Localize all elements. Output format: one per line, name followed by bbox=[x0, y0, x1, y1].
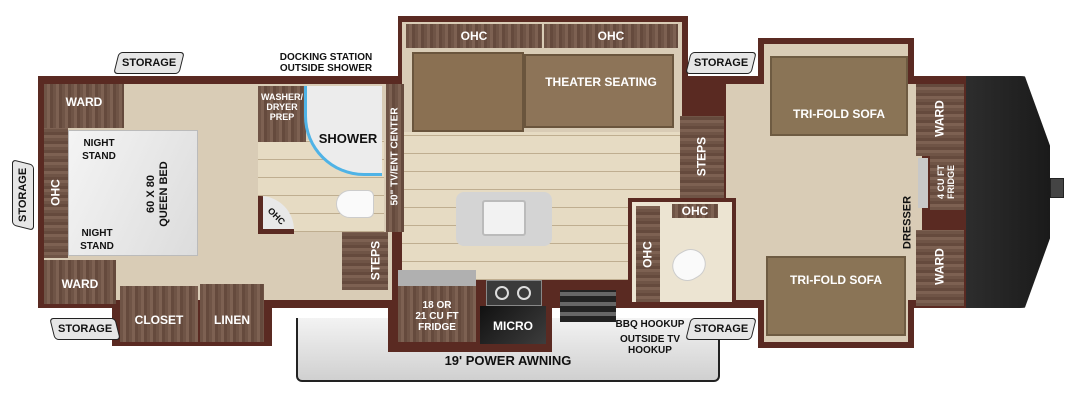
bedroom-ohc: OHC bbox=[44, 128, 68, 258]
cooktop bbox=[486, 280, 542, 306]
microwave: MICRO bbox=[480, 306, 546, 344]
front-ward-bottom-label: WARD bbox=[932, 248, 947, 285]
fridge-label: 18 OR 21 CU FT FRIDGE bbox=[415, 300, 459, 333]
storage-top-right-label: STORAGE bbox=[693, 57, 749, 69]
outside-tv-note: OUTSIDE TV HOOKUP bbox=[619, 334, 680, 356]
closet: CLOSET bbox=[120, 286, 198, 342]
rear-steps: STEPS bbox=[342, 232, 388, 290]
fridge-door bbox=[918, 158, 928, 208]
linen: LINEN bbox=[200, 284, 264, 342]
storage-bottom-left: STORAGE bbox=[49, 318, 121, 340]
queen-bed: NIGHT STAND NIGHT STAND 60 X 80 QUEEN BE… bbox=[68, 130, 198, 256]
front-ward-bottom: WARD bbox=[916, 230, 964, 306]
ohc-right: OHC bbox=[544, 24, 678, 48]
bbq-hookup-note: BBQ HOOKUP bbox=[615, 319, 685, 330]
storage-left: STORAGE bbox=[12, 159, 34, 231]
storage-bottom-right-label: STORAGE bbox=[693, 323, 749, 335]
storage-bottom-right: STORAGE bbox=[685, 318, 757, 340]
sofa-bottom-label: TRI-FOLD SOFA bbox=[790, 273, 882, 287]
front-fridge-label: 4 CU FT FRIDGE bbox=[936, 165, 956, 200]
half-bath-ohc-top-label: OHC bbox=[681, 204, 709, 218]
kitchen-island-sink bbox=[456, 192, 552, 246]
ward-top-label: WARD bbox=[65, 95, 103, 109]
ohc-right-label: OHC bbox=[597, 29, 625, 43]
shower-label: SHOWER bbox=[318, 131, 378, 146]
washer-dryer-prep: WASHER/ DRYER PREP bbox=[258, 86, 306, 142]
front-ward-top-label: WARD bbox=[932, 100, 947, 137]
storage-left-label: STORAGE bbox=[17, 167, 29, 223]
half-bath-ohc-top: OHC bbox=[672, 204, 718, 218]
residential-fridge: 18 OR 21 CU FT FRIDGE bbox=[398, 270, 476, 342]
tri-fold-sofa-bottom: TRI-FOLD SOFA bbox=[766, 256, 906, 336]
half-bath-ohc-side-label: OHC bbox=[640, 241, 655, 268]
storage-bottom-left-label: STORAGE bbox=[57, 323, 113, 335]
ohc-left-label: OHC bbox=[460, 29, 488, 43]
storage-top-left: STORAGE bbox=[113, 52, 185, 74]
storage-top-left-label: STORAGE bbox=[121, 57, 177, 69]
theater-seating: THEATER SEATING bbox=[524, 54, 674, 128]
closet-label: CLOSET bbox=[134, 313, 184, 327]
ward-top: WARD bbox=[44, 84, 124, 128]
awning-label: 19' POWER AWNING bbox=[444, 353, 572, 368]
sink-basin bbox=[482, 200, 526, 236]
front-ward-top: WARD bbox=[916, 84, 964, 156]
front-cap bbox=[966, 76, 1050, 308]
micro-label: MICRO bbox=[493, 319, 533, 333]
burner-left bbox=[495, 286, 509, 300]
half-bath-ohc-side: OHC bbox=[636, 206, 660, 302]
tv-ent-center: 50" TV/ENT CENTER bbox=[386, 84, 404, 232]
washer-dryer-label: WASHER/ DRYER PREP bbox=[260, 92, 303, 122]
ward-bottom-label: WARD bbox=[61, 277, 99, 291]
fridge-top bbox=[398, 270, 476, 286]
half-bath-steps: STEPS bbox=[680, 116, 724, 198]
front-fridge: 4 CU FT FRIDGE bbox=[918, 156, 964, 210]
rear-steps-label: STEPS bbox=[368, 240, 383, 281]
linen-label: LINEN bbox=[214, 313, 250, 327]
half-bath-steps-label: STEPS bbox=[694, 136, 709, 177]
bed-label: 60 X 80 QUEEN BED bbox=[145, 161, 170, 227]
bedroom-ohc-label: OHC bbox=[48, 179, 63, 206]
pin-box bbox=[1050, 178, 1064, 198]
tri-fold-sofa-top: TRI-FOLD SOFA bbox=[770, 56, 908, 136]
toilet-rear bbox=[336, 190, 374, 218]
entry-steps bbox=[560, 290, 616, 322]
burner-right bbox=[517, 286, 531, 300]
recliner bbox=[412, 52, 524, 132]
theater-seating-label: THEATER SEATING bbox=[545, 75, 657, 89]
docking-station-note: DOCKING STATION OUTSIDE SHOWER bbox=[279, 52, 373, 74]
tv-center-label: 50" TV/ENT CENTER bbox=[389, 107, 401, 206]
night-stand-bottom-label: NIGHT STAND bbox=[80, 228, 114, 252]
ward-bottom: WARD bbox=[44, 260, 116, 304]
ohc-left: OHC bbox=[406, 24, 542, 48]
dresser-label: DRESSER bbox=[901, 195, 914, 250]
storage-top-right: STORAGE bbox=[685, 52, 757, 74]
sofa-top-label: TRI-FOLD SOFA bbox=[793, 107, 885, 121]
night-stand-top-label: NIGHT STAND bbox=[82, 138, 116, 162]
